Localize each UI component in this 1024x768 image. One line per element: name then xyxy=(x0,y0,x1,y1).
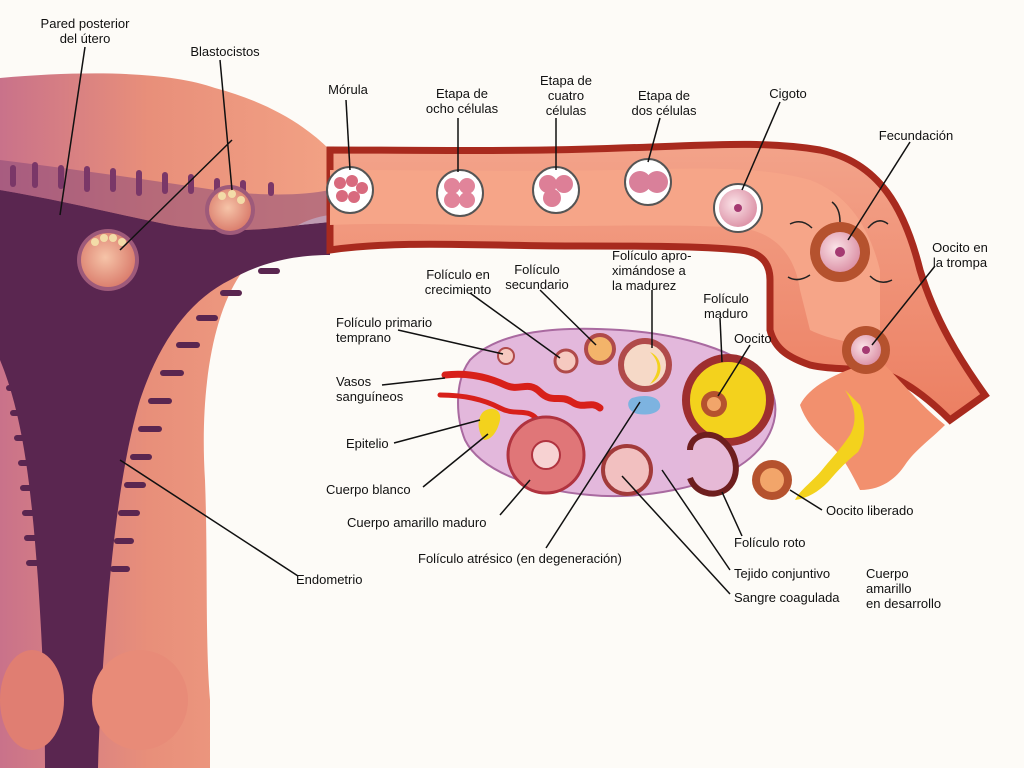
leader-blast-2 xyxy=(119,139,233,251)
label-foliculo-crecimiento: Folículo en crecimiento xyxy=(424,267,492,297)
leader-atresico xyxy=(545,401,641,549)
label-blastocistos: Blastocistos xyxy=(190,44,260,59)
label-foliculo-roto: Folículo roto xyxy=(734,535,806,550)
label-cuerpo-blanco: Cuerpo blanco xyxy=(326,482,411,497)
label-morula: Mórula xyxy=(328,82,368,97)
leader-primario xyxy=(397,329,504,355)
leader-oocito xyxy=(717,344,751,397)
leader-morula xyxy=(345,99,351,171)
label-ocho: Etapa de ocho células xyxy=(425,86,499,116)
oocyte-inner xyxy=(707,397,721,411)
label-cuerpo-desarrollo: Cuerpo amarillo en desarrollo xyxy=(866,566,942,611)
label-endometrio: Endometrio xyxy=(296,572,363,587)
fimbriae xyxy=(800,360,945,490)
leader-blast xyxy=(219,59,233,191)
cervix-left xyxy=(0,650,64,750)
uterine-cavity xyxy=(0,190,330,768)
leader-cigoto xyxy=(741,101,781,191)
four-cell-stage xyxy=(532,166,580,214)
leader-maduro xyxy=(719,317,723,363)
label-cuerpo-amarillo-maduro: Cuerpo amarillo maduro xyxy=(347,515,487,530)
primary-follicle xyxy=(497,347,515,365)
blood-vessels xyxy=(441,370,604,412)
fertilization xyxy=(787,201,893,283)
label-tejido: Tejido conjuntivo xyxy=(734,566,831,581)
leader-crecimiento xyxy=(469,292,561,359)
leader-endometrio xyxy=(119,459,299,577)
cervix-right xyxy=(92,650,188,750)
leader-pared xyxy=(59,46,86,216)
leader-blanco xyxy=(422,433,489,488)
atretic-follicle xyxy=(601,444,653,496)
label-fecundacion: Fecundación xyxy=(878,128,954,143)
ovary xyxy=(437,327,777,498)
morula xyxy=(326,166,374,214)
leader-liberado xyxy=(789,489,823,511)
eight-cell-stage xyxy=(436,169,484,217)
blastocyst-large xyxy=(77,229,139,291)
two-cell-stage xyxy=(624,158,672,206)
leader-secundario xyxy=(539,289,597,346)
label-cuatro: Etapa de cuatro células xyxy=(539,73,593,118)
label-epitelio: Epitelio xyxy=(346,436,389,451)
ruptured-follicle xyxy=(687,431,739,497)
approaching-follicle-antrum xyxy=(650,352,661,384)
label-foliculo-maduro: Folículo maduro xyxy=(703,291,749,321)
blue-structure xyxy=(628,396,661,415)
label-foliculo-secundario: Folículo secundario xyxy=(505,262,569,292)
leader-fecund xyxy=(847,141,911,241)
leader-oocito-trompa xyxy=(871,265,936,346)
leader-sangre xyxy=(621,475,731,595)
leader-epitelio xyxy=(393,419,481,444)
label-cigoto: Cigoto xyxy=(769,86,807,101)
label-oocito: Oocito xyxy=(734,331,772,346)
leader-roto xyxy=(721,491,743,537)
leader-dos xyxy=(647,117,661,163)
left-glands xyxy=(0,312,44,566)
leader-tejido xyxy=(661,469,731,571)
blastocyst-small xyxy=(205,185,255,235)
label-oocito-trompa: Oocito en la trompa xyxy=(932,240,988,270)
label-oocito-liberado: Oocito liberado xyxy=(826,503,914,518)
embryo-stages xyxy=(77,158,893,500)
oocyte-in-tube xyxy=(842,326,890,374)
label-foliculo-primario: Folículo primario temprano xyxy=(336,315,433,345)
label-dos: Etapa de dos células xyxy=(631,88,697,118)
right-glands xyxy=(110,268,280,572)
label-pared: Pared posterior del útero xyxy=(40,16,130,46)
label-foliculo-atresico: Folículo atrésico (en degeneración) xyxy=(418,551,622,566)
label-sangre: Sangre coagulada xyxy=(734,590,840,605)
uterus xyxy=(0,73,330,768)
mature-follicle xyxy=(682,354,774,446)
label-vasos: Vasos sanguíneos xyxy=(336,374,404,404)
released-oocyte xyxy=(752,460,792,500)
approaching-follicle xyxy=(618,338,672,392)
corpus-albicans-core xyxy=(531,440,561,470)
leader-vasos xyxy=(381,377,446,386)
label-foliculo-aprox: Folículo apro- ximándose a la madurez xyxy=(612,248,692,293)
leader-lines xyxy=(59,46,936,595)
growing-follicle xyxy=(553,348,579,374)
zygote xyxy=(713,183,763,233)
fimbriae-yellow xyxy=(795,390,865,500)
epithelium-patch xyxy=(478,408,501,440)
leader-amarillo xyxy=(499,479,531,516)
